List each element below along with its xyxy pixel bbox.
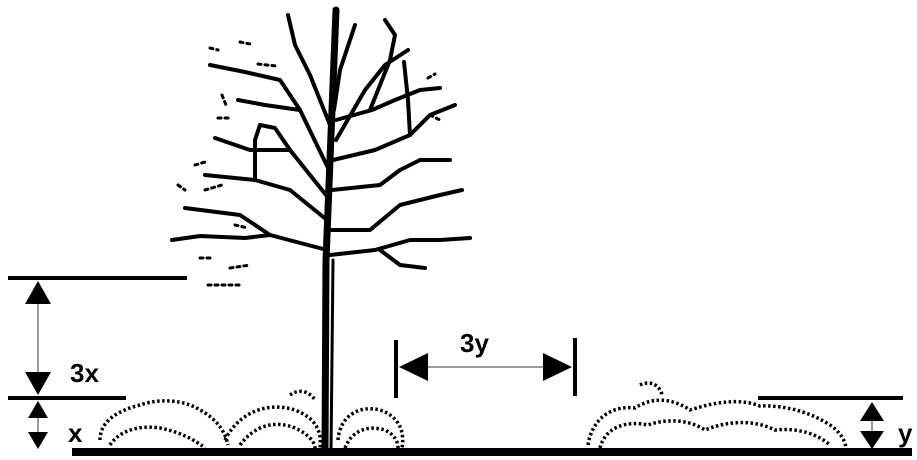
y-arrow-down bbox=[860, 431, 884, 449]
right-arrow-head bbox=[543, 353, 572, 381]
y-arrow-up bbox=[860, 402, 884, 421]
lower-arrow-head bbox=[25, 372, 51, 395]
shrubs-left bbox=[100, 391, 403, 448]
label-3y: 3y bbox=[460, 330, 489, 356]
label-3x: 3x bbox=[70, 360, 99, 386]
x-arrow-up bbox=[28, 401, 48, 418]
x-arrow-down bbox=[28, 432, 48, 449]
label-y: y bbox=[898, 420, 912, 446]
label-x: x bbox=[68, 420, 82, 446]
left-arrow-head bbox=[399, 353, 428, 381]
tree bbox=[172, 10, 470, 452]
upper-arrow-head bbox=[25, 281, 51, 304]
tree-branches bbox=[172, 15, 470, 268]
tree-leaves bbox=[178, 42, 440, 285]
shrubs-right bbox=[588, 383, 846, 448]
